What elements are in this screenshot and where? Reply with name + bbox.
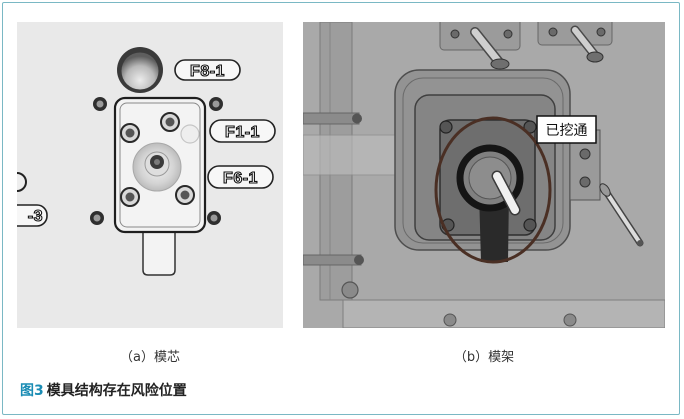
top-pin-body <box>471 28 503 66</box>
frame-long-pin <box>599 183 644 247</box>
frame-rod-upper <box>303 112 362 125</box>
label-f1-1-capsule <box>209 119 276 143</box>
frame-bottom-screw <box>443 313 457 327</box>
long-pin-head <box>599 183 611 197</box>
core-top-hole-inner <box>121 52 159 90</box>
label-f1-1: F1-1 <box>209 119 276 143</box>
label-partial-text: -3 <box>28 208 43 225</box>
annotation-box <box>536 115 597 144</box>
frame-bottom-plate <box>342 299 665 328</box>
inner-screw-socket <box>165 117 175 127</box>
top-block-hole <box>548 27 558 37</box>
top-pin-end <box>490 58 510 70</box>
frame-top-block-2 <box>537 22 613 63</box>
housing-screw <box>439 120 453 134</box>
label-f8-1-text: F8-1 <box>190 63 225 80</box>
label-f6-1-capsule <box>207 165 274 189</box>
label-partial-capsule <box>17 204 48 227</box>
boss-hole-center <box>154 159 160 165</box>
inner-screw-socket <box>125 192 135 202</box>
frame-housing-screws <box>439 120 537 232</box>
top-block-hole <box>596 27 606 37</box>
label-f8-1-capsule <box>174 59 241 81</box>
core-tab <box>142 225 176 276</box>
side-block-hole <box>579 176 591 188</box>
frame-top-block-1 <box>439 22 521 70</box>
corner-screw-inner <box>212 100 220 108</box>
housing-screw <box>523 218 537 232</box>
top-pin-end <box>586 51 604 63</box>
long-pin-tip <box>637 240 643 246</box>
core-corner-screws <box>90 97 223 225</box>
core-top-hole <box>117 47 163 93</box>
corner-screw-inner <box>210 214 218 222</box>
side-block-hole <box>579 148 591 160</box>
figure-title: 模具结构存在风险位置 <box>46 383 187 399</box>
core-block-inner-edge <box>119 102 201 228</box>
top-pin-body <box>572 27 597 57</box>
frame-bottom-screw <box>563 313 577 327</box>
frame-bottom-screw <box>341 281 359 299</box>
frame-ring <box>456 144 524 216</box>
risk-highlight-ellipse <box>434 116 552 264</box>
pale-hole-f1-1 <box>180 124 200 144</box>
figure-frame <box>2 2 680 415</box>
core-center-boss <box>132 142 182 192</box>
panel-mold-core: F8-1 F1-1 F6-1 -3 <box>17 22 283 328</box>
rod-end <box>354 255 364 265</box>
annotation-text: 已挖通 <box>546 123 588 139</box>
rod-body <box>303 254 362 266</box>
corner-screw-inner <box>93 214 101 222</box>
inner-screw-socket <box>180 190 190 200</box>
label-partial: -3 <box>17 204 48 227</box>
mold-core-render: F8-1 F1-1 F6-1 -3 <box>17 22 283 328</box>
long-pin-body <box>603 188 642 245</box>
core-edge-hole <box>17 172 27 192</box>
caption-panel-b: （b）模架 <box>453 350 515 365</box>
figure-number: 图3 <box>20 383 44 399</box>
inner-screw-socket <box>125 128 135 138</box>
rod-body <box>303 112 360 125</box>
caption-panel-a: （a）模芯 <box>120 350 180 365</box>
label-f1-1-text: F1-1 <box>225 124 260 141</box>
core-inner-screws <box>120 112 200 207</box>
rod-end <box>352 113 362 124</box>
label-f6-1: F6-1 <box>207 165 274 189</box>
panel-mold-frame: 已挖通 <box>303 22 665 328</box>
top-block-hole <box>450 29 460 39</box>
label-f8-1: F8-1 <box>174 59 241 81</box>
ejector-pin-body <box>493 172 519 214</box>
frame-rod-lower <box>303 254 364 266</box>
annotation-dug-through: 已挖通 <box>536 115 597 144</box>
label-f6-1-text: F6-1 <box>223 170 258 187</box>
top-block-hole <box>503 29 513 39</box>
corner-screw-inner <box>96 100 104 108</box>
mold-frame-render: 已挖通 <box>303 22 665 328</box>
